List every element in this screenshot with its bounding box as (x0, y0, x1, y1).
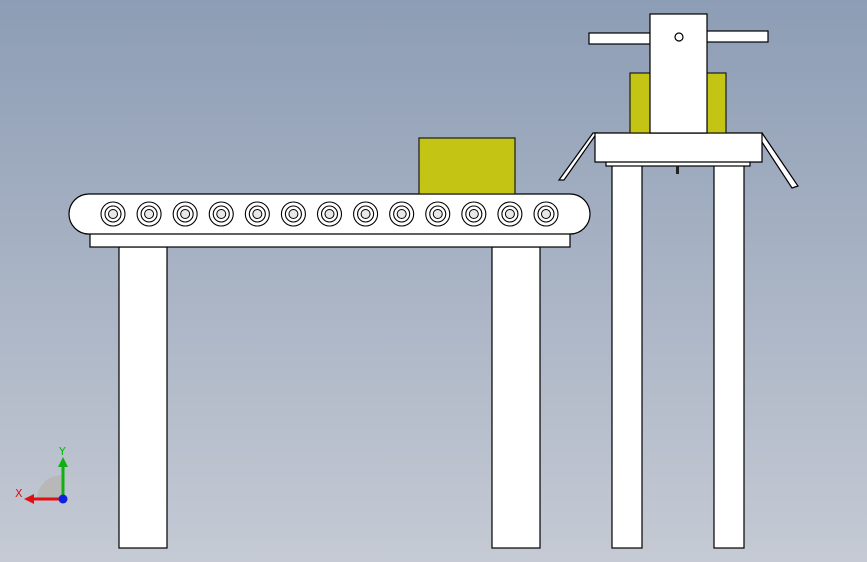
lift-right-leg (713, 164, 745, 549)
triad-xy-plane-arc (37, 475, 62, 500)
triad-x-label: X (15, 487, 23, 500)
conveyor-roller (389, 201, 415, 227)
lift-left-leg (611, 164, 643, 549)
triad-y-arrowhead (58, 457, 68, 467)
triad-x-arrowhead (24, 494, 34, 504)
roller-group (100, 201, 559, 227)
axis-triad[interactable]: X Y (15, 445, 68, 504)
conveyor-roller (461, 201, 487, 227)
conveyor-roller (316, 201, 343, 227)
lift-station-assembly[interactable] (557, 13, 799, 549)
conveyor-roller (353, 201, 379, 227)
lift-ram-column (649, 13, 708, 134)
lift-right-handle[interactable] (706, 30, 769, 43)
triad-y-label: Y (58, 445, 66, 458)
conveyor-left-leg (118, 246, 168, 549)
conveyor-assembly[interactable] (68, 137, 591, 549)
conveyor-right-leg (491, 246, 541, 549)
conveyor-roller (136, 201, 162, 227)
lift-left-guide-fin (557, 132, 599, 181)
conveyor-roller (280, 201, 306, 227)
lift-ram-pin (674, 32, 684, 42)
conveyor-roller (244, 201, 270, 227)
conveyor-roller (172, 201, 198, 227)
conveyor-roller (425, 201, 451, 227)
cargo-box-on-conveyor[interactable] (418, 137, 516, 195)
lift-left-handle[interactable] (588, 32, 651, 45)
conveyor-roller (533, 201, 559, 227)
triad-z-axis-dot (58, 494, 68, 504)
lift-limit-sensor (676, 166, 679, 174)
lift-platform (594, 132, 763, 163)
conveyor-roller (497, 201, 523, 227)
conveyor-roller (100, 201, 126, 227)
lift-right-guide-fin (757, 132, 799, 189)
conveyor-roller (208, 201, 234, 227)
conveyor-table-plate (89, 232, 571, 248)
